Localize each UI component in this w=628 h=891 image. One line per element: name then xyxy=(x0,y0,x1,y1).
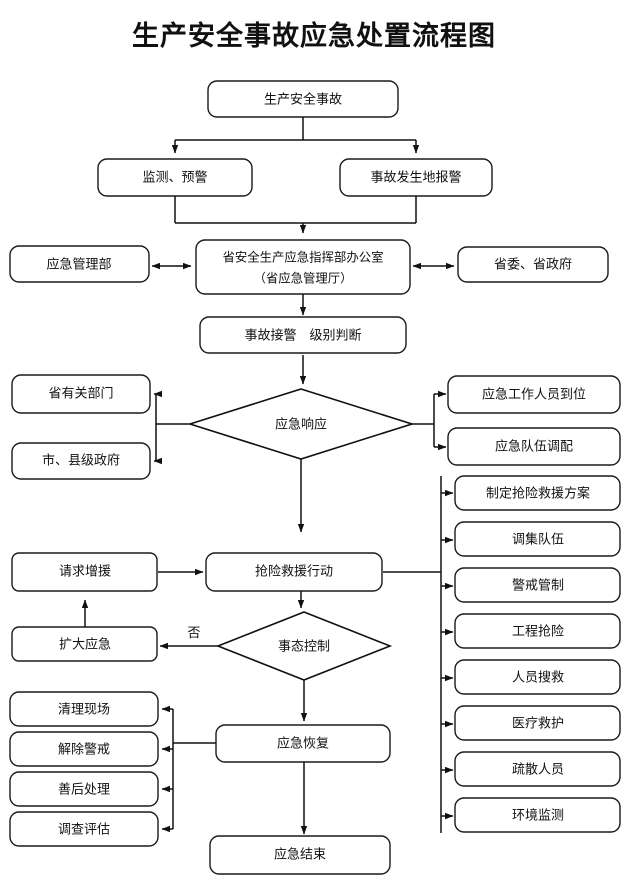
node-emergency-recovery-label: 应急恢复 xyxy=(277,736,329,752)
node-monitoring-warning-label: 监测、预警 xyxy=(142,170,207,186)
node-emergency-response-decision[interactable]: 应急响应 xyxy=(187,388,415,460)
node-emergency-recovery[interactable]: 应急恢复 xyxy=(215,724,391,763)
node-lift-cordon-label: 解除警戒 xyxy=(58,742,110,758)
node-investigation-assessment[interactable]: 调查评估 xyxy=(9,811,159,847)
node-command-office-sublabel: （省应急管理厅） xyxy=(253,271,352,286)
node-city-county-government[interactable]: 市、县级政府 xyxy=(11,442,151,480)
node-rescue-plan-label: 制定抢险救援方案 xyxy=(486,486,590,502)
node-evacuate-people-label: 疏散人员 xyxy=(512,763,564,778)
node-mobilize-teams-box[interactable] xyxy=(454,521,621,557)
node-mobilize-teams[interactable]: 调集队伍 xyxy=(454,521,621,557)
node-expand-emergency[interactable]: 扩大应急 xyxy=(11,626,158,662)
node-provincial-government-label: 省委、省政府 xyxy=(494,258,572,273)
node-emergency-end-label: 应急结束 xyxy=(274,847,326,863)
node-site-cleanup-box[interactable] xyxy=(9,691,159,727)
node-accident[interactable]: 生产安全事故 xyxy=(207,80,399,118)
node-aftermath-handling[interactable]: 善后处理 xyxy=(9,771,159,807)
node-personnel-search-label: 人员搜救 xyxy=(512,670,564,686)
edge-label-no: 否 xyxy=(187,626,200,641)
node-site-alarm-box[interactable] xyxy=(339,158,493,197)
node-provincial-departments-box[interactable] xyxy=(11,374,151,414)
node-site-alarm[interactable]: 事故发生地报警 xyxy=(339,158,493,197)
node-rescue-operation[interactable]: 抢险救援行动 xyxy=(205,552,383,592)
node-personnel-search[interactable]: 人员搜救 xyxy=(454,659,621,695)
node-staff-in-place-box[interactable] xyxy=(447,375,621,414)
node-emergency-end-box[interactable] xyxy=(209,835,391,875)
node-engineering-rescue-label: 工程抢险 xyxy=(512,624,564,640)
node-evacuate-people[interactable]: 疏散人员 xyxy=(454,751,621,787)
node-command-office-box[interactable] xyxy=(195,239,411,295)
node-team-allocation[interactable]: 应急队伍调配 xyxy=(447,427,621,466)
node-team-allocation-label: 应急队伍调配 xyxy=(495,439,573,455)
node-expand-emergency-label: 扩大应急 xyxy=(59,637,111,653)
node-medical-aid[interactable]: 医疗救护 xyxy=(454,705,621,741)
node-request-reinforcement[interactable]: 请求增援 xyxy=(11,552,158,592)
node-cordon-control[interactable]: 警戒管制 xyxy=(454,567,621,603)
node-alarm-grading-label: 事故接警 级别判断 xyxy=(244,328,361,344)
node-personnel-search-box[interactable] xyxy=(454,659,621,695)
node-site-alarm-label: 事故发生地报警 xyxy=(370,170,461,186)
node-environment-monitoring[interactable]: 环境监测 xyxy=(454,797,621,833)
node-provincial-government-box[interactable] xyxy=(457,246,609,283)
node-ministry-emergency-box[interactable] xyxy=(9,245,150,283)
node-city-county-government-label: 市、县级政府 xyxy=(42,453,120,469)
node-investigation-assessment-label: 调查评估 xyxy=(58,823,110,838)
node-monitoring-warning-box[interactable] xyxy=(97,158,253,197)
node-rescue-operation-label: 抢险救援行动 xyxy=(255,564,333,580)
node-emergency-response-diamond[interactable] xyxy=(187,388,415,460)
node-request-reinforcement-box[interactable] xyxy=(11,552,158,592)
node-provincial-departments[interactable]: 省有关部门 xyxy=(11,374,151,414)
node-evacuate-people-box[interactable] xyxy=(454,751,621,787)
node-environment-monitoring-box[interactable] xyxy=(454,797,621,833)
node-ministry-emergency[interactable]: 应急管理部 xyxy=(9,245,150,283)
node-monitoring-warning[interactable]: 监测、预警 xyxy=(97,158,253,197)
node-aftermath-handling-box[interactable] xyxy=(9,771,159,807)
node-rescue-plan[interactable]: 制定抢险救援方案 xyxy=(454,475,621,511)
node-provincial-government[interactable]: 省委、省政府 xyxy=(457,246,609,283)
node-accident-box[interactable] xyxy=(207,80,399,118)
node-ministry-emergency-label: 应急管理部 xyxy=(46,257,111,273)
node-cordon-control-label: 警戒管制 xyxy=(512,578,564,594)
node-medical-aid-box[interactable] xyxy=(454,705,621,741)
node-emergency-recovery-box[interactable] xyxy=(215,724,391,763)
node-engineering-rescue-box[interactable] xyxy=(454,613,621,649)
node-alarm-grading-box[interactable] xyxy=(199,316,407,354)
node-city-county-government-box[interactable] xyxy=(11,442,151,480)
node-situation-control-diamond[interactable] xyxy=(215,611,393,681)
page-title: 生产安全事故应急处置流程图 xyxy=(132,21,496,52)
node-site-cleanup[interactable]: 清理现场 xyxy=(9,691,159,727)
node-alarm-grading[interactable]: 事故接警 级别判断 xyxy=(199,316,407,354)
node-rescue-plan-box[interactable] xyxy=(454,475,621,511)
node-lift-cordon-box[interactable] xyxy=(9,731,159,767)
node-situation-control-label: 事态控制 xyxy=(278,640,330,655)
node-provincial-departments-label: 省有关部门 xyxy=(48,387,113,402)
node-rescue-operation-box[interactable] xyxy=(205,552,383,592)
node-staff-in-place-label: 应急工作人员到位 xyxy=(482,387,586,403)
node-accident-label: 生产安全事故 xyxy=(264,92,342,108)
node-medical-aid-label: 医疗救护 xyxy=(512,716,564,732)
node-site-cleanup-label: 清理现场 xyxy=(58,703,110,718)
node-engineering-rescue[interactable]: 工程抢险 xyxy=(454,613,621,649)
node-command-office[interactable]: 省安全生产应急指挥部办公室 （省应急管理厅） xyxy=(195,239,411,295)
node-environment-monitoring-label: 环境监测 xyxy=(512,809,564,824)
node-request-reinforcement-label: 请求增援 xyxy=(59,565,111,580)
node-situation-control-decision[interactable]: 事态控制 xyxy=(215,611,393,681)
node-emergency-response-label: 应急响应 xyxy=(275,417,327,433)
node-emergency-end[interactable]: 应急结束 xyxy=(209,835,391,875)
connectors-group xyxy=(81,117,455,835)
node-investigation-assessment-box[interactable] xyxy=(9,811,159,847)
node-lift-cordon[interactable]: 解除警戒 xyxy=(9,731,159,767)
node-command-office-label: 省安全生产应急指挥部办公室 xyxy=(222,250,383,265)
node-expand-emergency-box[interactable] xyxy=(11,626,158,662)
node-cordon-control-box[interactable] xyxy=(454,567,621,603)
node-team-allocation-box[interactable] xyxy=(447,427,621,466)
node-staff-in-place[interactable]: 应急工作人员到位 xyxy=(447,375,621,414)
node-aftermath-handling-label: 善后处理 xyxy=(58,782,110,798)
node-mobilize-teams-label: 调集队伍 xyxy=(512,532,564,548)
